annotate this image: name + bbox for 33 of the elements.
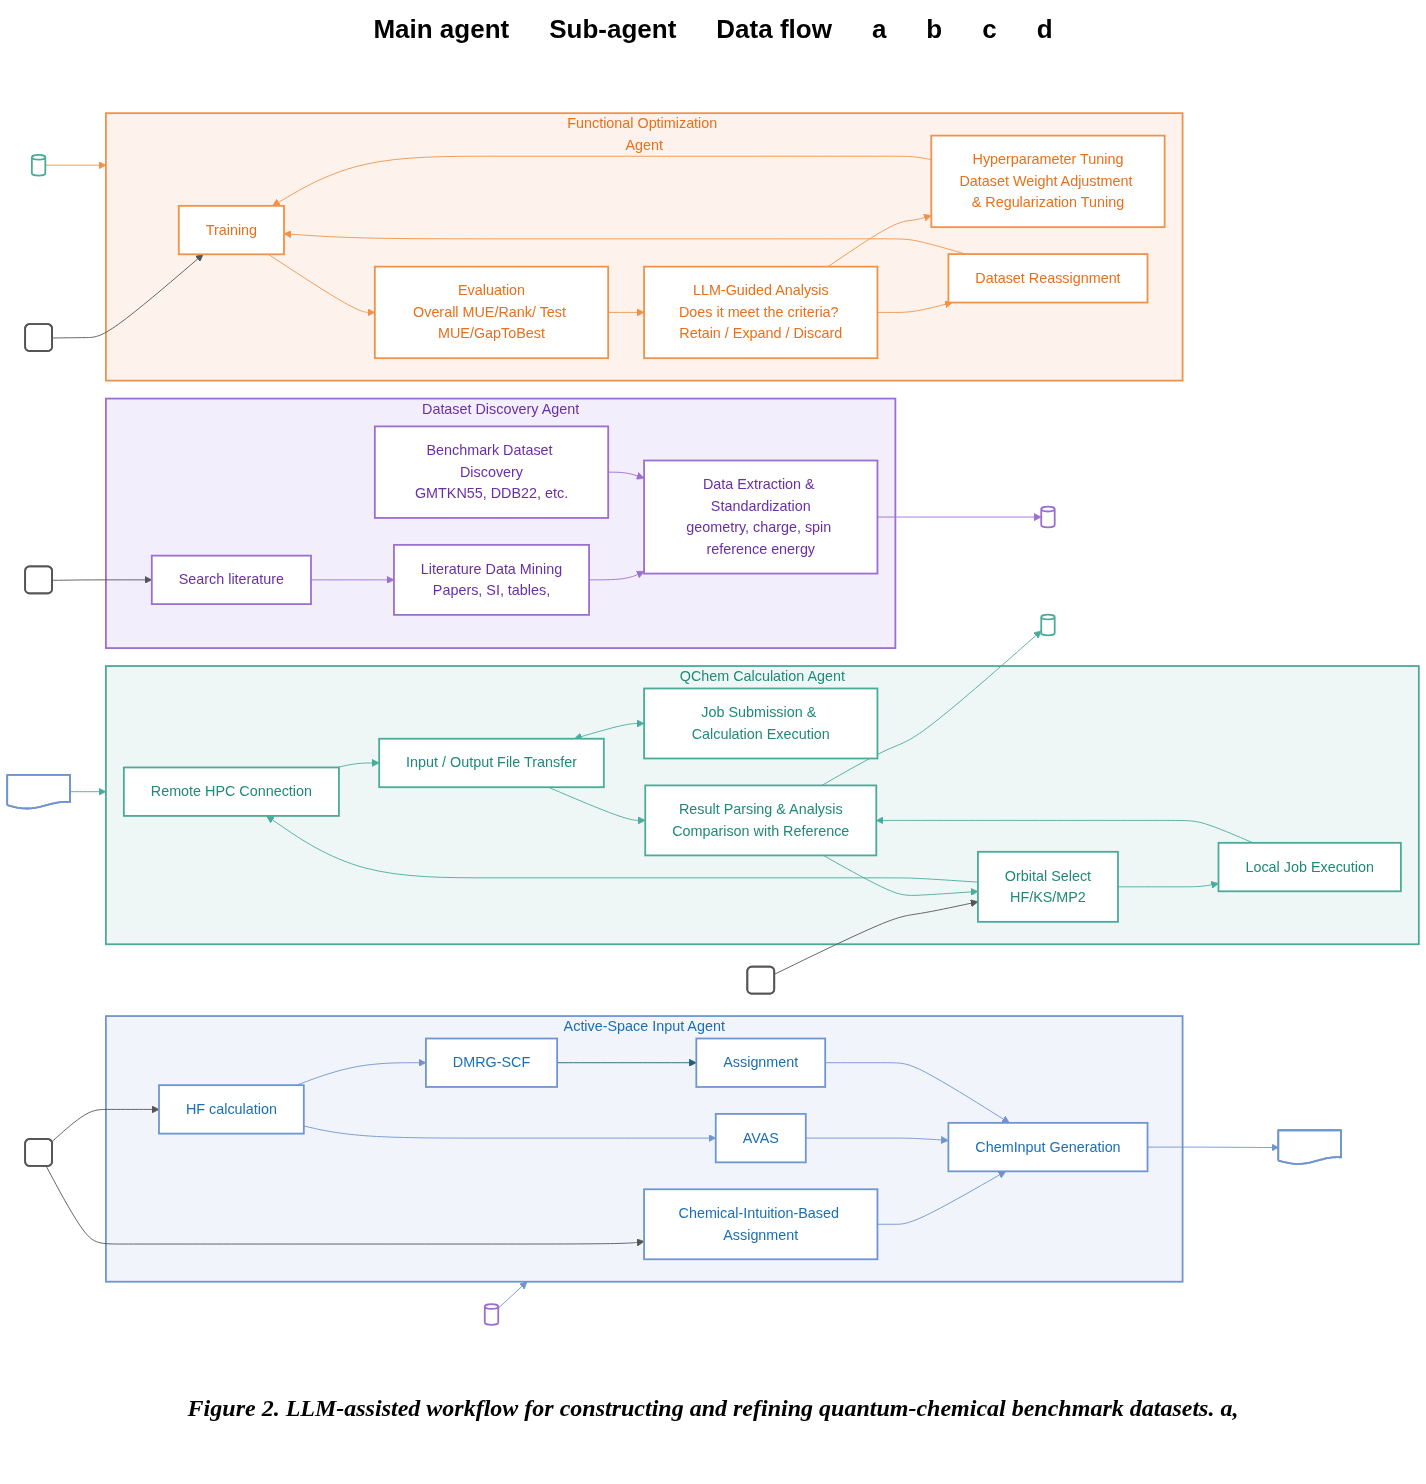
node-cylinder — [1040, 613, 1056, 637]
node-box: Hyperparameter Tuning Dataset Weight Adjustment & Regularization Tuning — [930, 134, 1166, 229]
node-box: Result Parsing & Analysis Comparison with Reference — [644, 784, 878, 857]
node-box: Benchmark Dataset Discovery GMTKN55, DDB22, etc. — [373, 425, 610, 519]
heading-label: a — [871, 14, 887, 45]
node-box: Search literature — [150, 554, 312, 605]
node-box: Assignment — [695, 1037, 827, 1088]
figure-caption: Figure 2. LLM-assisted workflow for constructing and refining quantum-chemical benchmark datasets. a, — [186, 1394, 1240, 1423]
node-cylinder — [1040, 505, 1056, 529]
heading-label: Main agent — [373, 14, 510, 45]
node-box: Training — [177, 204, 285, 256]
node-box: Evaluation Overall MUE/Rank/ Test MUE/GapToBest — [373, 265, 610, 360]
node-cylinder — [483, 1303, 500, 1326]
node-box: Data Extraction & Standardization geometry, charge, spin reference energy — [643, 459, 879, 575]
heading-label: Data flow — [716, 14, 832, 45]
node-box: Remote HPC Connection — [122, 766, 340, 817]
node-box: Input / Output File Transfer — [378, 737, 605, 789]
node-box: ChemInput Generation — [947, 1121, 1149, 1173]
node-box: Job Submission & Calculation Execution — [643, 687, 879, 760]
node-box: AVAS — [714, 1113, 807, 1164]
node-box: DMRG-SCF — [425, 1037, 559, 1088]
node-box: Literature Data Mining Papers, SI, tables, — [393, 543, 590, 616]
heading-label: c — [982, 14, 997, 45]
node-cylinder — [30, 154, 47, 177]
node-box: Chemical-Intuition-Based Assignment — [643, 1188, 879, 1261]
node-box: HF calculation — [158, 1084, 305, 1135]
node-box: LLM-Guided Analysis Does it meet the criteria? Retain / Expand / Discard — [643, 265, 879, 360]
node-box: Orbital Select HF/KS/MP2 — [977, 850, 1119, 923]
heading-label: d — [1036, 14, 1053, 45]
heading-label: Sub-agent — [549, 14, 677, 45]
node-box: Dataset Reassignment — [947, 253, 1149, 304]
node-box: Local Job Execution — [1217, 841, 1402, 893]
heading-label: b — [926, 14, 943, 45]
